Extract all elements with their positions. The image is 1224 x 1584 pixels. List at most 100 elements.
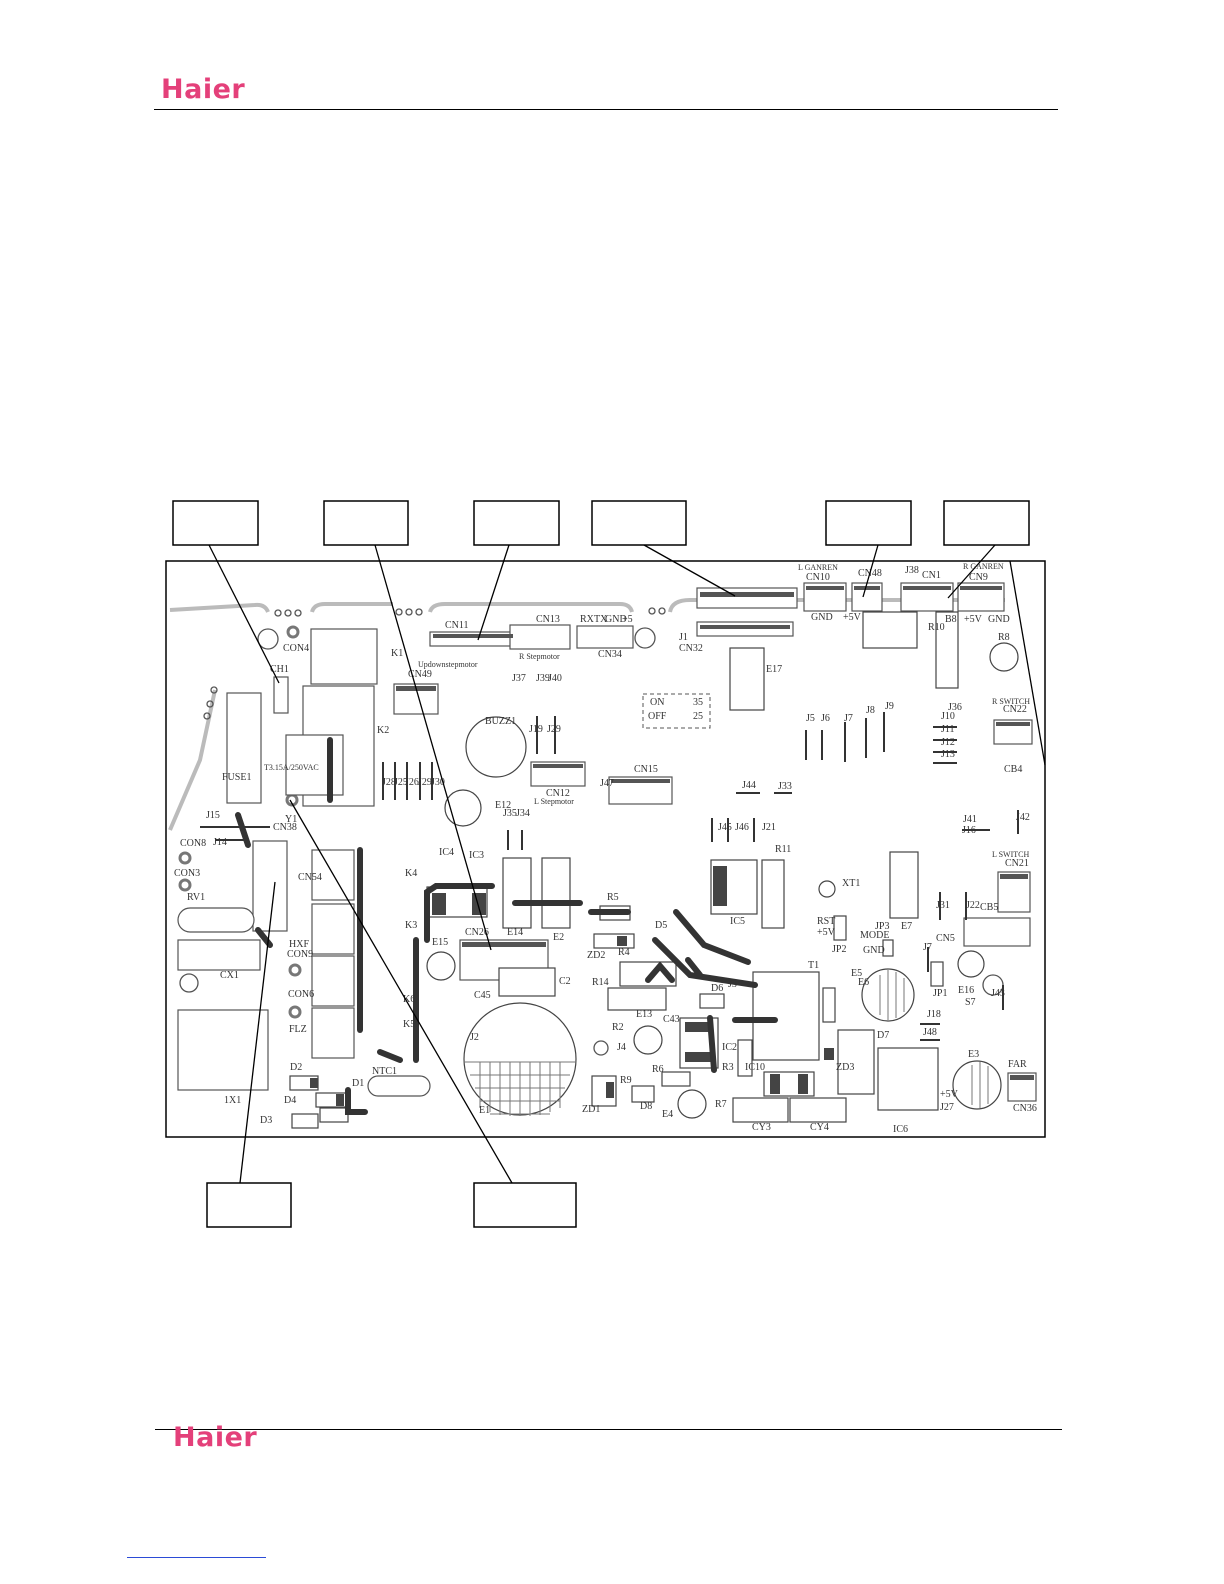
- silkscreen-label: B8: [945, 614, 957, 625]
- silkscreen-label: +5V: [817, 927, 836, 938]
- footer-link-underline[interactable]: [127, 1557, 266, 1558]
- silkscreen-label: E7: [901, 921, 912, 932]
- silkscreen-label: J14: [213, 837, 227, 848]
- silkscreen-label: CN36: [1013, 1103, 1037, 1114]
- silkscreen-label: J46: [735, 822, 749, 833]
- silkscreen-label: R6: [652, 1064, 664, 1075]
- silkscreen-label: Updownstepmotor: [418, 660, 478, 669]
- silkscreen-label: CON9: [287, 949, 313, 960]
- silkscreen-label: CN15: [634, 764, 658, 775]
- silkscreen-label: R3: [722, 1062, 734, 1073]
- silkscreen-label: ZD3: [836, 1062, 854, 1073]
- silkscreen-label: +5V: [940, 1089, 959, 1100]
- silkscreen-label: J42: [1016, 812, 1030, 823]
- silkscreen-label: S7: [965, 997, 976, 1008]
- callout-box-2: [323, 500, 409, 546]
- silkscreen-label: FAR: [1008, 1059, 1027, 1070]
- callout-box-3: [473, 500, 560, 546]
- silkscreen-label: J22: [966, 900, 980, 911]
- silkscreen-label: J31: [936, 900, 950, 911]
- silkscreen-label: IC4: [439, 847, 454, 858]
- silkscreen-label: J21: [762, 822, 776, 833]
- silkscreen-label: CN49: [408, 669, 432, 680]
- silkscreen-label: E2: [553, 932, 564, 943]
- silkscreen-label: C2: [559, 976, 571, 987]
- silkscreen-label: D1: [352, 1078, 364, 1089]
- silkscreen-label: K4: [405, 868, 417, 879]
- silkscreen-label: ZD2: [587, 950, 605, 961]
- silkscreen-label: D8: [640, 1101, 652, 1112]
- silkscreen-label: J12: [941, 737, 955, 748]
- silkscreen-label: GND: [988, 614, 1010, 625]
- silkscreen-label: CN34: [598, 649, 622, 660]
- leader-line-6b: [1009, 560, 1046, 766]
- silkscreen-label: J13: [941, 749, 955, 760]
- silkscreen-label: R11: [775, 844, 791, 855]
- silkscreen-label: CN12: [546, 788, 570, 799]
- silkscreen-label: R Stepmotor: [519, 652, 560, 661]
- silkscreen-label: Y1: [285, 814, 297, 825]
- silkscreen-label: J2: [470, 1032, 479, 1043]
- silkscreen-label: 35: [693, 697, 703, 708]
- haier-logo-footer: Haier: [173, 1422, 258, 1453]
- silkscreen-label: R8: [998, 632, 1010, 643]
- footer-rule: [155, 1429, 1062, 1430]
- silkscreen-label: E15: [432, 937, 448, 948]
- silkscreen-label: J33: [778, 781, 792, 792]
- silkscreen-label: RX: [580, 614, 595, 625]
- silkscreen-label: IC3: [469, 850, 484, 861]
- callout-box-5: [825, 500, 912, 546]
- leader-line-4: [643, 544, 736, 597]
- silkscreen-label: CN32: [679, 643, 703, 654]
- silkscreen-label: J15: [206, 810, 220, 821]
- silkscreen-label: CN26: [465, 927, 489, 938]
- silkscreen-label: J41: [963, 814, 977, 825]
- silkscreen-label: CN9: [969, 572, 988, 583]
- silkscreen-label: D3: [260, 1115, 272, 1126]
- silkscreen-label: R GANREN: [963, 562, 1004, 571]
- silkscreen-label: CN22: [1003, 704, 1027, 715]
- silkscreen-label: CN5: [936, 933, 955, 944]
- silkscreen-label: R5: [607, 892, 619, 903]
- silkscreen-label: K1: [391, 648, 403, 659]
- silkscreen-label: JP3: [875, 921, 889, 932]
- silkscreen-label: ZD1: [582, 1104, 600, 1115]
- silkscreen-label: C45: [474, 990, 491, 1001]
- silkscreen-label: J44: [742, 780, 756, 791]
- leader-line-7: [239, 881, 276, 1184]
- silkscreen-label: E13: [636, 1009, 652, 1020]
- silkscreen-label: J7: [844, 713, 853, 724]
- silkscreen-label: R7: [715, 1099, 727, 1110]
- silkscreen-label: NTC1: [372, 1066, 397, 1077]
- silkscreen-label: T3.15A/250VAC: [264, 763, 319, 772]
- header-rule: [154, 109, 1058, 110]
- silkscreen-label: 1X1: [224, 1095, 241, 1106]
- silkscreen-label: J3: [728, 979, 737, 990]
- silkscreen-label: CY4: [810, 1122, 829, 1133]
- silkscreen-label: R4: [618, 947, 630, 958]
- callout-box-6: [943, 500, 1030, 546]
- silkscreen-label: L Stepmotor: [534, 797, 574, 806]
- silkscreen-label: D7: [877, 1030, 889, 1041]
- silkscreen-label: E16: [958, 985, 974, 996]
- silkscreen-label: E14: [507, 927, 523, 938]
- silkscreen-label: J9: [885, 701, 894, 712]
- silkscreen-label: J36: [948, 702, 962, 713]
- silkscreen-label: J29: [418, 777, 432, 788]
- silkscreen-label: CB4: [1004, 764, 1022, 775]
- silkscreen-label: J40: [548, 673, 562, 684]
- silkscreen-label: CON8: [180, 838, 206, 849]
- silkscreen-label: E1: [479, 1105, 490, 1116]
- silkscreen-label: J45: [718, 822, 732, 833]
- silkscreen-label: K5: [403, 1019, 415, 1030]
- silkscreen-label: RST: [817, 916, 835, 927]
- silkscreen-label: J10: [941, 711, 955, 722]
- silkscreen-label: J11: [941, 724, 955, 735]
- silkscreen-label: CN13: [536, 614, 560, 625]
- silkscreen-label: J8: [866, 705, 875, 716]
- silkscreen-label: CN54: [298, 872, 322, 883]
- silkscreen-label: CB5: [980, 902, 998, 913]
- silkscreen-label: E17: [766, 664, 782, 675]
- silkscreen-label: BUZZ1: [485, 716, 516, 727]
